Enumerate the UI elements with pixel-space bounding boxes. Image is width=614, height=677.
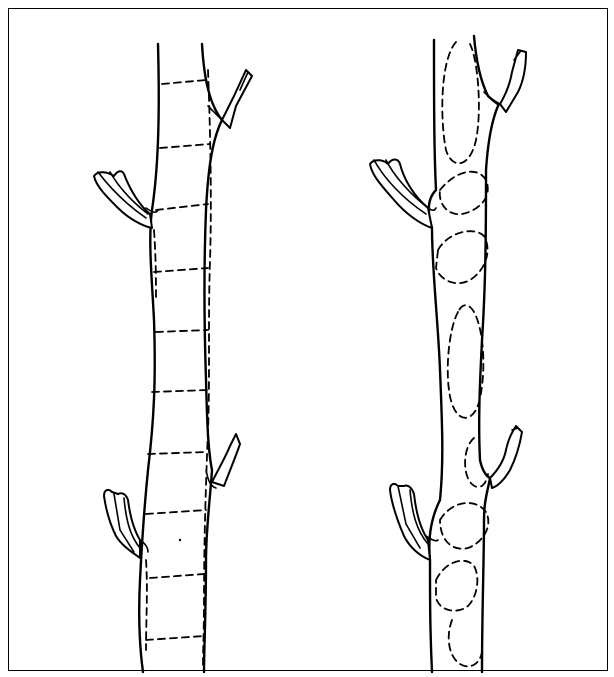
patch-4 — [448, 305, 484, 418]
patch-5 — [465, 438, 488, 487]
right-stem — [370, 36, 526, 672]
right-bud-lower-right — [490, 426, 522, 488]
left-stem-right-edge — [202, 44, 222, 672]
patch-6 — [440, 503, 488, 549]
patch-7 — [436, 561, 477, 611]
left-bud-lower-right — [212, 434, 240, 486]
left-stem — [94, 44, 252, 672]
patch-3 — [436, 231, 488, 283]
left-bud-lower-left — [104, 490, 140, 558]
patch-2 — [440, 172, 488, 215]
left-bud-top-right — [222, 70, 252, 128]
right-bud-top-right — [500, 50, 526, 112]
patch-8 — [449, 620, 482, 666]
patch-1 — [442, 42, 479, 163]
right-stem-left-edge — [429, 40, 443, 672]
